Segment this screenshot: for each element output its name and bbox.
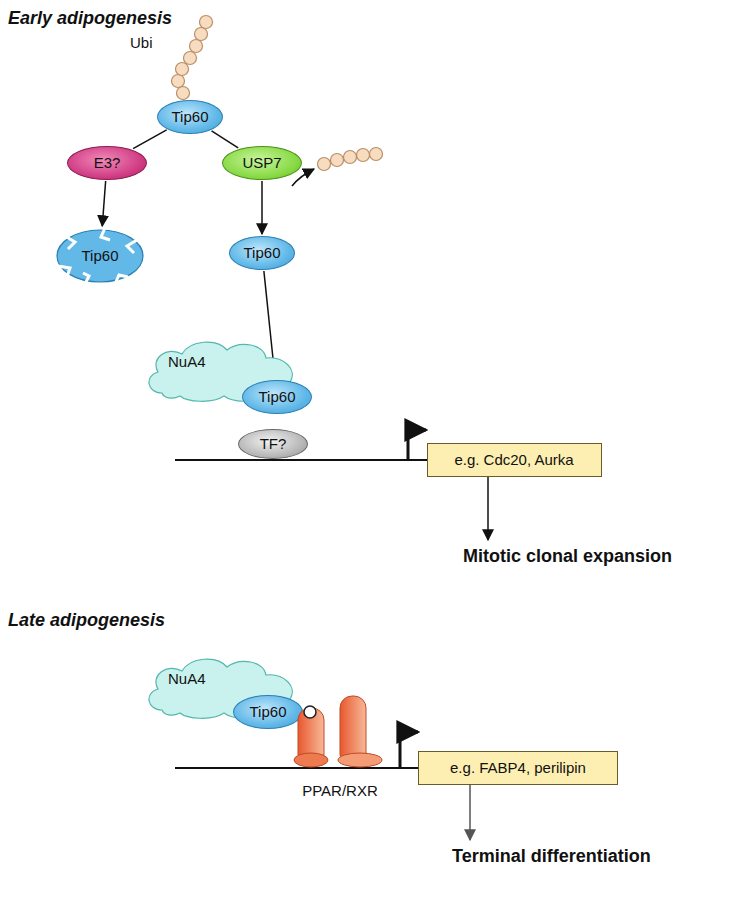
connector (212, 131, 239, 148)
protein-ellipse: E3? (67, 146, 147, 180)
node-text: e.g. FABP4, perilipin (450, 759, 586, 777)
free-ubiquitin-chain (318, 148, 383, 171)
gene-box: e.g. Cdc20, Aurka (427, 443, 602, 477)
node-text: Tip60 (172, 108, 209, 126)
node-text: PPAR/RXR (290, 782, 390, 800)
node-text: E3? (94, 154, 121, 172)
node-text: Tip60 (250, 703, 287, 721)
node-text: Tip60 (259, 388, 296, 406)
node-text: NuA4 (168, 670, 206, 688)
outcome-label: Terminal differentiation (452, 846, 651, 867)
ubiquitin-label: Ubi (130, 34, 153, 51)
factor-ellipse: TF? (238, 429, 308, 459)
connector (102, 181, 105, 226)
connector (133, 130, 167, 149)
dna-line (175, 459, 427, 461)
protein-ellipse: Tip60 (157, 100, 223, 134)
outcome-label: Mitotic clonal expansion (463, 546, 672, 567)
protein-ellipse: Tip60 (233, 695, 303, 729)
protein-ellipse: Tip60 (229, 236, 295, 270)
section-heading: Late adipogenesis (8, 610, 165, 631)
section-heading: Early adipogenesis (8, 8, 172, 29)
receptor-dimer: PPAR/RXR (290, 690, 390, 802)
ubiquitin-chain (172, 16, 213, 100)
promoter-arrow (408, 430, 426, 460)
promoter-arrow (400, 732, 418, 768)
outcome-arrow (487, 477, 489, 540)
dna-line (175, 767, 418, 769)
degraded-protein: Tip60 (55, 228, 145, 284)
node-text: USP7 (242, 154, 281, 172)
gene-box: e.g. FABP4, perilipin (418, 751, 618, 785)
outcome-arrow (469, 785, 471, 840)
node-text: e.g. Cdc20, Aurka (454, 451, 573, 469)
node-text: NuA4 (168, 353, 206, 371)
node-text: TF? (260, 435, 287, 453)
node-text: Tip60 (244, 244, 281, 262)
protein-ellipse: USP7 (222, 146, 302, 180)
connector (261, 181, 263, 234)
protein-ellipse: Tip60 (242, 380, 312, 414)
node-text: Tip60 (82, 247, 119, 265)
